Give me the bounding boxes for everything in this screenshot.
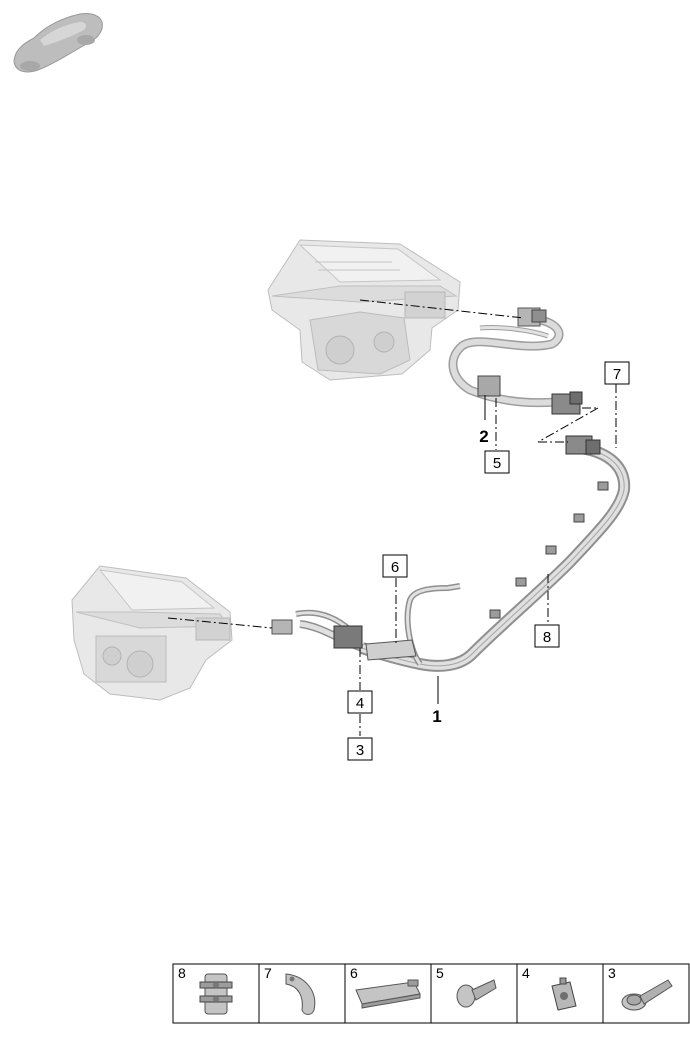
legend-number-6: 6 bbox=[350, 965, 358, 981]
front-drive-unit bbox=[71, 565, 233, 701]
callout-1-label: 1 bbox=[432, 707, 441, 726]
legend-cell-4: 4 bbox=[522, 965, 577, 1011]
main-hv-cable bbox=[271, 435, 631, 672]
cover-strip-icon bbox=[355, 979, 421, 1009]
callout-6-label: 6 bbox=[391, 559, 399, 576]
callout-3: 3 bbox=[347, 737, 373, 761]
legend-cell-6: 6 bbox=[350, 965, 421, 1009]
upper-hv-cable bbox=[448, 307, 583, 415]
callout-5: 5 bbox=[484, 450, 510, 474]
rear-drive-unit bbox=[267, 239, 461, 381]
callout-4-label: 4 bbox=[356, 695, 364, 712]
bolt-icon bbox=[456, 979, 497, 1008]
callout-8: 8 bbox=[534, 624, 560, 648]
callout-2: 2 bbox=[479, 427, 488, 446]
flange-bolt-icon bbox=[621, 979, 673, 1011]
legend-number-5: 5 bbox=[436, 965, 444, 981]
cable-clip-icon bbox=[199, 973, 233, 1015]
callout-1: 1 bbox=[432, 707, 441, 726]
bracket-clamp-icon bbox=[285, 973, 316, 1015]
legend-cell-3: 3 bbox=[608, 965, 673, 1011]
parts-legend: 8 7 6 bbox=[172, 963, 690, 1024]
callout-3-label: 3 bbox=[356, 742, 364, 759]
callout-7-label: 7 bbox=[613, 366, 621, 383]
clip-nut-icon bbox=[551, 977, 577, 1011]
legend-number-8: 8 bbox=[178, 965, 186, 981]
callout-7: 7 bbox=[604, 361, 630, 385]
leader-lines bbox=[167, 299, 617, 736]
legend-number-7: 7 bbox=[264, 965, 272, 981]
vehicle-icon bbox=[13, 13, 103, 73]
callout-4: 4 bbox=[347, 690, 373, 714]
legend-cell-8: 8 bbox=[178, 965, 233, 1015]
legend-number-3: 3 bbox=[608, 965, 616, 981]
callout-8-label: 8 bbox=[543, 629, 551, 646]
callout-2-label: 2 bbox=[479, 427, 488, 446]
legend-number-4: 4 bbox=[522, 965, 530, 981]
callout-5-label: 5 bbox=[493, 455, 501, 472]
legend-cell-5: 5 bbox=[436, 965, 497, 1008]
legend-cell-7: 7 bbox=[264, 965, 316, 1015]
callout-6: 6 bbox=[382, 554, 408, 578]
